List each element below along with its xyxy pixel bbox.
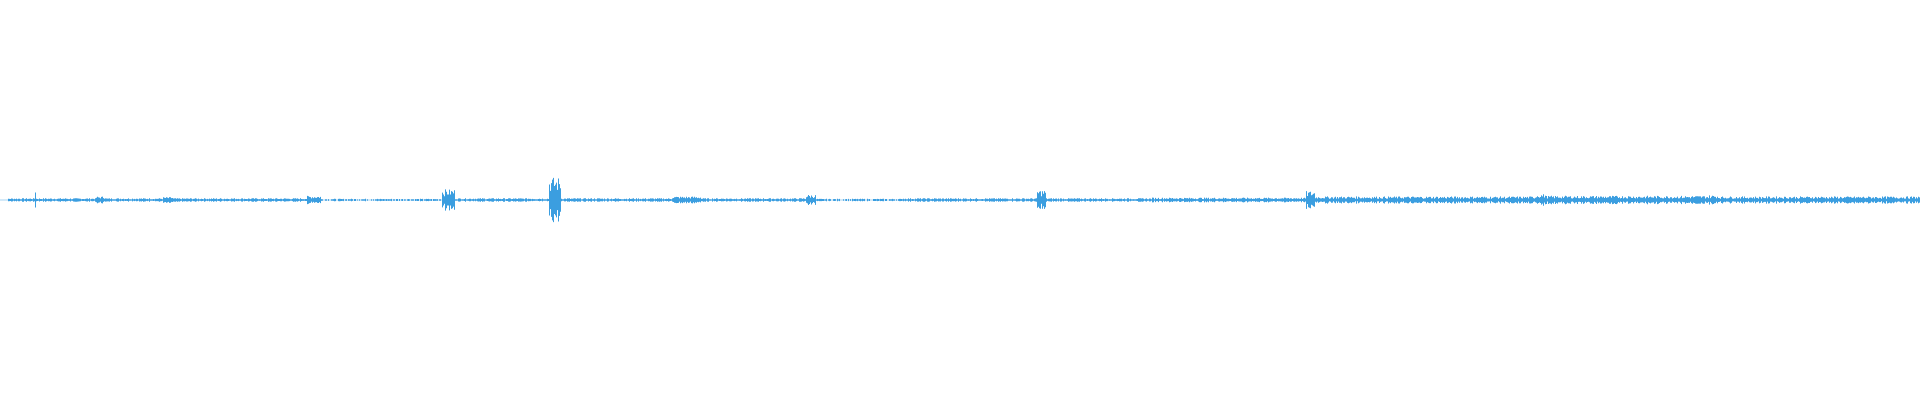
waveform-samples [8, 177, 1920, 223]
